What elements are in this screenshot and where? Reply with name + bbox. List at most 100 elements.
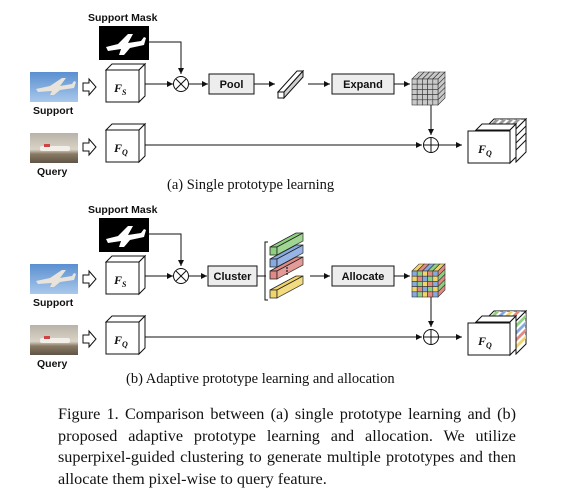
mask-arrow <box>149 233 184 266</box>
pool-label: Pool <box>220 79 244 91</box>
grid-cell <box>416 281 423 287</box>
multiply-icon <box>173 76 189 92</box>
expand-label: Expand <box>343 79 383 91</box>
grid-cell <box>422 78 428 85</box>
fq-subscript: Q <box>122 340 128 349</box>
prototype-vector <box>269 270 278 280</box>
grid-cell <box>416 94 423 101</box>
output-fq-symbol: F <box>477 142 486 156</box>
prototype-vector <box>269 289 278 299</box>
grid-cell <box>416 286 423 293</box>
grid-cell <box>427 89 434 95</box>
grid-cell <box>432 89 439 95</box>
expanded-prototype-grid <box>411 71 446 106</box>
grid-cell <box>411 89 418 95</box>
figure-diagram: Support Mask Support F S <box>30 12 528 387</box>
fs-subscript: S <box>122 280 127 289</box>
query-input-arrow <box>82 329 97 349</box>
grid-cell <box>416 270 423 277</box>
fs-cube: F S <box>104 62 147 104</box>
grid-cell <box>422 281 428 287</box>
grid-cell <box>416 275 423 282</box>
output-feature-cube: F Q <box>467 309 528 357</box>
fq-cube: F Q <box>104 122 147 164</box>
support-photo <box>30 264 78 294</box>
multiple-prototypes <box>269 232 304 299</box>
grid-cell <box>432 78 439 85</box>
prototype-vector <box>276 244 304 268</box>
grid-cell <box>411 291 418 298</box>
grid-cell <box>427 291 434 298</box>
grid-cell <box>416 83 423 90</box>
panel-a: Support Mask Support F S <box>30 12 528 193</box>
grid-cell <box>411 270 418 277</box>
output-fq-subscript: Q <box>486 341 492 350</box>
fq-cube: F Q <box>104 314 147 356</box>
grid-cell <box>427 281 434 287</box>
prototype-vector <box>269 246 278 256</box>
support-mask-label: Support Mask <box>88 204 158 216</box>
grid-cell <box>422 83 428 90</box>
query-label: Query <box>37 358 68 370</box>
fs-cube: F S <box>104 254 147 296</box>
grid-cell <box>422 291 428 298</box>
grid-cell <box>416 78 423 85</box>
grid-cell <box>416 99 423 106</box>
fs-symbol: F <box>113 81 122 95</box>
grid-cell <box>422 99 428 106</box>
support-input-arrow <box>82 77 97 97</box>
output-feature-cube: F Q <box>467 117 528 165</box>
prototype-vector <box>276 275 304 299</box>
grid-cell <box>427 78 434 85</box>
grid-cell <box>411 78 418 85</box>
grid-cell <box>427 270 434 277</box>
grid-cell <box>422 89 428 95</box>
grid-cell <box>416 89 423 95</box>
ellipsis-dot <box>286 267 288 269</box>
grid-cell <box>411 281 418 287</box>
support-label: Support <box>33 297 74 309</box>
grid-cell <box>411 94 418 101</box>
grid-cell <box>432 286 439 293</box>
concat-plus-icon <box>423 137 439 153</box>
panel-b-caption: (b) Adaptive prototype learning and allo… <box>126 371 395 387</box>
support-mask-label: Support Mask <box>88 12 158 24</box>
grid-cell <box>422 94 428 101</box>
output-fq-subscript: Q <box>486 149 492 158</box>
grid-cell <box>427 275 434 282</box>
grid-cell <box>411 83 418 90</box>
allocate-label: Allocate <box>342 271 385 283</box>
grid-cell <box>422 286 428 293</box>
support-input-arrow <box>82 269 97 289</box>
grid-cell <box>432 275 439 282</box>
support-mask-image <box>99 26 149 60</box>
support-mask-image <box>99 218 149 252</box>
grid-cell <box>432 291 439 298</box>
output-fq-symbol: F <box>477 334 486 348</box>
query-photo <box>30 325 78 355</box>
multiply-icon <box>173 268 189 284</box>
fs-symbol: F <box>113 273 122 287</box>
mask-arrow <box>149 41 184 74</box>
grid-cell <box>422 275 428 282</box>
grid-cell <box>427 286 434 293</box>
prototype-vector <box>276 256 304 280</box>
fq-symbol: F <box>113 333 122 347</box>
grid-cell <box>411 286 418 293</box>
fs-subscript: S <box>122 88 127 97</box>
grid-cell <box>411 275 418 282</box>
fq-subscript: Q <box>122 148 128 157</box>
query-label: Query <box>37 166 68 178</box>
support-label: Support <box>33 105 74 117</box>
grid-cell <box>411 99 418 106</box>
support-photo <box>30 72 78 102</box>
prototype-vector <box>276 69 305 100</box>
prototype-bracket <box>264 241 268 301</box>
grid-cell <box>432 270 439 277</box>
panel-b: Support Mask Support F S Cluster <box>30 204 528 387</box>
grid-cell <box>432 281 439 287</box>
grid-cell <box>427 94 434 101</box>
grid-cell <box>432 94 439 101</box>
prototype-vector <box>269 258 278 268</box>
prototype-vector <box>276 232 304 256</box>
